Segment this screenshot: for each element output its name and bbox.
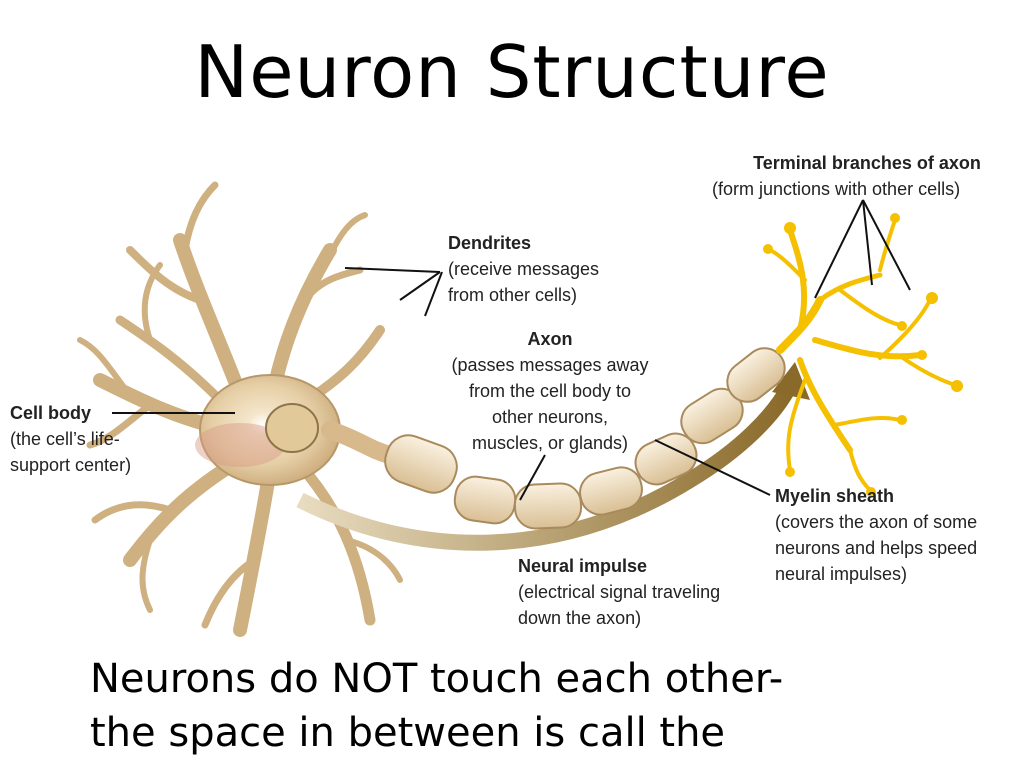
terminal-branches-title: Terminal branches of axon bbox=[753, 153, 981, 173]
label-myelin-sheath: Myelin sheath (covers the axon of some n… bbox=[775, 483, 1020, 587]
terminal-branches-description: (form junctions with other cells) bbox=[712, 179, 961, 199]
neural-impulse-arrow bbox=[296, 381, 798, 551]
label-terminal-branches: Terminal branches of axon (form junction… bbox=[712, 150, 1022, 202]
label-axon: Axon (passes messages away from the cell… bbox=[430, 326, 670, 456]
slide-caption: Neurons do NOT touch each other- the spa… bbox=[90, 656, 784, 756]
myelin-sheath-description: (covers the axon of some neurons and hel… bbox=[775, 512, 978, 584]
terminal-branches bbox=[768, 218, 957, 492]
myelin-sheath-title: Myelin sheath bbox=[775, 486, 895, 506]
neural-impulse-description: (electrical signal traveling down the ax… bbox=[518, 582, 721, 628]
axon-title: Axon bbox=[527, 329, 573, 349]
label-dendrites: Dendrites (receive messages from other c… bbox=[448, 230, 658, 308]
label-cell-body: Cell body (the cell’s life- support cent… bbox=[10, 400, 190, 478]
slide-title: Neuron Structure bbox=[194, 30, 830, 114]
leader-lines bbox=[112, 199, 911, 501]
dendrites-title: Dendrites bbox=[448, 233, 532, 253]
cell-body-description: (the cell’s life- support center) bbox=[10, 429, 132, 475]
dendrites-description: (receive messages from other cells) bbox=[448, 259, 600, 305]
nucleus bbox=[265, 403, 319, 453]
label-neural-impulse: Neural impulse (electrical signal travel… bbox=[518, 553, 768, 631]
neural-impulse-title: Neural impulse bbox=[518, 556, 648, 576]
cell-body-title: Cell body bbox=[10, 403, 92, 423]
axon-description: (passes messages away from the cell body… bbox=[451, 355, 649, 453]
myelin-sheath-segments bbox=[384, 347, 786, 530]
terminal-buttons bbox=[763, 213, 963, 497]
